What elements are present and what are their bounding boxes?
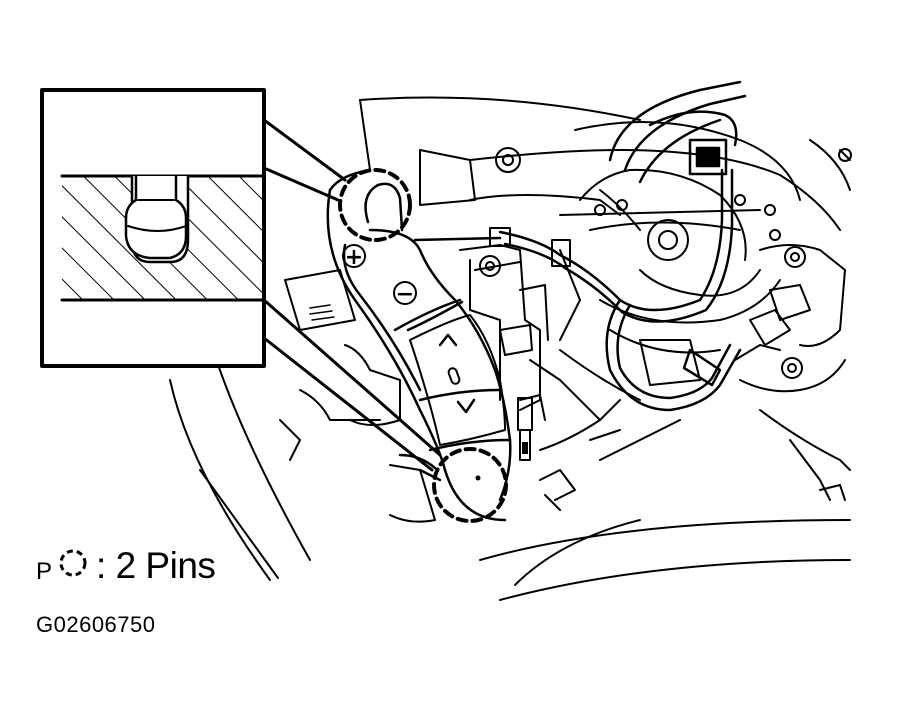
plus-label: + [345, 245, 363, 270]
switch-harness [413, 138, 742, 412]
upper-pin-circle [338, 168, 412, 242]
switch-bracket [459, 244, 681, 511]
minus-label: − [396, 282, 414, 307]
lower-pin-circle [432, 447, 508, 523]
volume-buttons [342, 244, 417, 305]
upper-pin [364, 182, 404, 232]
dashed-circle-icon [59, 549, 87, 577]
legend: P : 2 Pins [36, 536, 216, 586]
rim-edge [199, 469, 279, 579]
steering-hub [359, 96, 852, 421]
legend-prefix: P [36, 558, 53, 585]
inset-detail-box [40, 88, 266, 368]
right-bracket [749, 244, 851, 501]
callout-leaders [262, 118, 442, 472]
figure-code: G02606750 [36, 612, 156, 637]
pin-locations [338, 168, 508, 523]
legend-text: : 2 Pins [96, 545, 216, 586]
upper-wires [608, 80, 747, 184]
